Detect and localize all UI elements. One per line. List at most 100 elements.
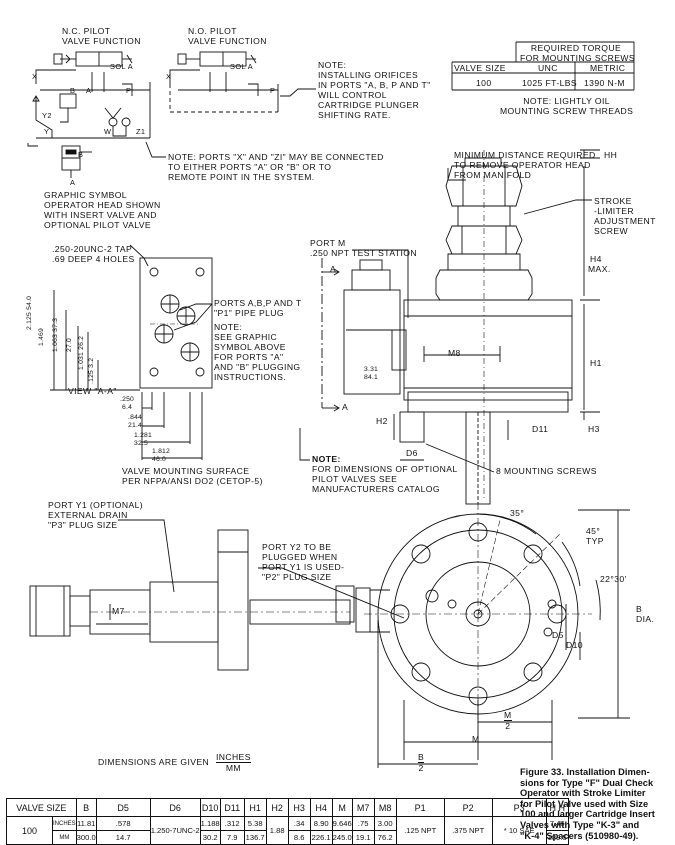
dim-b-dia: B DIA. (636, 604, 654, 624)
hdr-d6: D6 (149, 798, 201, 817)
cell-inches: .125 NPT (395, 816, 445, 845)
plugging-line: NOTE: (214, 322, 243, 332)
dim-m-half-num: M (504, 710, 512, 721)
mounting-surface-line: VALVE MOUNTING SURFACE (122, 466, 250, 476)
cell-inches: 1.250-7UNC-2 (149, 816, 201, 845)
graphic-symbol-line: OPERATOR HEAD SHOWN (44, 200, 161, 210)
cell-inches: .312 (219, 816, 245, 831)
no-title-line-1: N.O. PILOT (188, 26, 237, 36)
cell-mm: 245.0 (331, 830, 353, 845)
hdr-d10: D10 (199, 798, 221, 817)
hdr-p2: P2 (443, 798, 493, 817)
dim-h4: H4 (590, 254, 602, 264)
mounting-surface-note: VALVE MOUNTING SURFACE PER NFPA/ANSI DO2… (122, 466, 263, 486)
plugging-line: INSTRUCTIONS. (214, 372, 287, 382)
min-distance-line: TO REMOVE OPERATOR HEAD (454, 160, 591, 170)
tap-line: .250-20UNC-2 TAP (52, 244, 133, 254)
dim-32: 3.2 (88, 357, 95, 368)
port-m-note: PORT M .250 NPT TEST STATION (310, 238, 417, 258)
dim-1281: 1.281 (134, 432, 153, 439)
ports-xz-line: REMOTE POINT IN THE SYSTEM. (168, 172, 315, 182)
nc-pilot-title: N.C. PILOT VALVE FUNCTION (62, 26, 141, 46)
dim-1031-in: 1.031 (78, 351, 85, 370)
label-w: W (104, 127, 112, 136)
hdr-m8: M8 (373, 798, 397, 817)
ports-abpt-line: PORTS A,B,P AND T (214, 298, 302, 308)
hdr-h1: H1 (243, 798, 267, 817)
plugging-note: NOTE: SEE GRAPHIC SYMBOL ABOVE FOR PORTS… (214, 322, 301, 382)
dim-m-half-den: 2 (505, 721, 511, 731)
angle-22-30: 22°30' (600, 574, 627, 584)
cell-mm: 136.7 (243, 830, 267, 845)
cell-inches: 1.88 (265, 816, 289, 845)
dim-h3: H3 (588, 424, 600, 434)
dim-325: 32.5 (134, 440, 149, 447)
cell-mm: 19.1 (351, 830, 375, 845)
cell-mm: 300.0 (75, 830, 97, 845)
dim-1063-in: 1.063 (52, 333, 59, 352)
ports-abpt-line: "P1" PIPE PLUG (214, 308, 284, 318)
cell-mm: 226.1 (309, 830, 333, 845)
ports-abpt-note: PORTS A,B,P AND T "P1" PIPE PLUG (214, 298, 302, 318)
section-a-top: A (330, 264, 337, 274)
units-label: DIMENSIONS ARE GIVEN (98, 756, 210, 767)
caption-line: sions for Type "F" Dual Check (520, 777, 654, 788)
section-a-bottom: A (342, 402, 349, 412)
hdr-d5: D5 (95, 798, 151, 817)
mounting-screws-note: 8 MOUNTING SCREWS (496, 466, 597, 476)
cell-inches: 8.90 (309, 816, 333, 831)
dim-125-in: .125 (88, 369, 95, 384)
angle-45-value: 45° (586, 526, 601, 536)
port-y2-line: "P2" PLUG SIZE (262, 572, 332, 582)
label-x: X (32, 72, 38, 81)
graphic-symbol-note: GRAPHIC SYMBOL OPERATOR HEAD SHOWN WITH … (44, 190, 161, 230)
dim-1031: 1.031 26.2 (78, 336, 86, 370)
dim-373: 37.3 (52, 317, 59, 332)
cell-inches: .75 (351, 816, 375, 831)
dim-2125: 2.125 54.0 (26, 296, 34, 330)
label-p: P (126, 86, 132, 95)
min-distance-line: FROM MANIFOLD (454, 170, 532, 180)
dim-1812: 1.812 (152, 448, 171, 455)
dim-m8: M8 (448, 348, 461, 358)
pilot-dims-line: FOR DIMENSIONS OF OPTIONAL (312, 464, 458, 474)
torque-col-metric: METRIC (590, 63, 626, 73)
view-aa-label: VIEW "A-A" (68, 386, 117, 396)
graphic-symbol-line: OPTIONAL PILOT VALVE (44, 220, 152, 230)
dim-1469-in: 1.469 (38, 327, 45, 346)
dim-b-half: B 2 (418, 752, 425, 773)
port-y2-line: PORT Y1 IS USED- (262, 562, 345, 572)
orifice-note-line: INSTALLING ORIFICES (318, 70, 419, 80)
cell-valve-size: 100 (6, 816, 53, 845)
label-sol-a-no: SOL A (230, 62, 254, 71)
ports-xz-line: TO EITHER PORTS "A" OR "B" OR TO (168, 162, 332, 172)
dim-125: .125 3.2 (88, 358, 96, 384)
label-y: Y (44, 127, 50, 136)
caption-line: for Pilot Valve used with Size (520, 798, 649, 809)
hdr-valve-size: VALVE SIZE (6, 798, 77, 817)
ports-xz-note: NOTE: PORTS "X" AND "ZI" MAY BE CONNECTE… (168, 152, 384, 182)
torque-valve-size: 100 (476, 78, 492, 88)
caption-line: Valves with Type "K-3" and (520, 819, 640, 830)
caption-line: Operator with Stroke Limiter (520, 788, 646, 799)
torque-table-header: REQUIRED TORQUE FOR MOUNTING SCREWS (520, 43, 636, 63)
dim-b-dia-b: B (636, 604, 643, 614)
units-fraction: INCHES MM (215, 752, 251, 773)
plugging-line: SEE GRAPHIC (214, 332, 278, 342)
torque-header-line: FOR MOUNTING SCREWS (520, 53, 636, 63)
label-p-no: P (270, 86, 276, 95)
stroke-limiter-line: ADJUSTMENT (594, 216, 656, 226)
cell-mm: 7.9 (219, 830, 245, 845)
min-distance-line: MINIMUM DISTANCE REQUIRED (454, 150, 596, 160)
label-sol-a: SOL A (110, 62, 134, 71)
pilot-dims-line: NOTE: (312, 454, 341, 464)
cell-mm: 8.6 (287, 830, 311, 845)
hdr-p1: P1 (395, 798, 445, 817)
no-pilot-title: N.O. PILOT VALVE FUNCTION (188, 26, 267, 46)
plugging-line: AND "B" PLUGGING (214, 362, 301, 372)
torque-metric-value: 1390 N-M (584, 78, 625, 88)
hdr-m: M (331, 798, 353, 817)
label-x-no: X (166, 72, 172, 81)
pilot-dims-line: PILOT VALVES SEE (312, 474, 398, 484)
port-y2-line: PLUGGED WHEN (262, 552, 338, 562)
